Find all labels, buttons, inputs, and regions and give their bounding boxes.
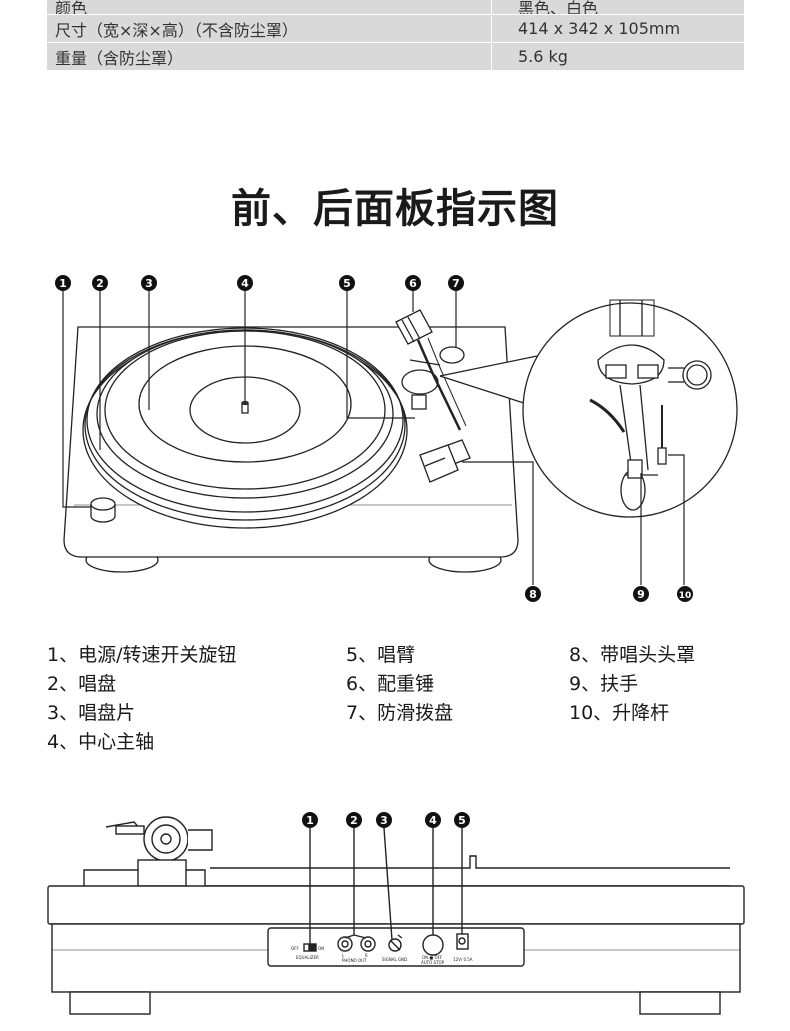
svg-text:L: L bbox=[342, 953, 345, 958]
svg-text:4: 4 bbox=[429, 814, 437, 827]
marker-5: 5 bbox=[339, 275, 355, 291]
spec-value: 5.6 kg bbox=[491, 42, 744, 71]
svg-text:OFF: OFF bbox=[291, 946, 299, 951]
front-markers: 1 2 3 4 5 6 7 8 9 10 bbox=[55, 275, 693, 602]
svg-text:EQUALIZER: EQUALIZER bbox=[296, 955, 319, 960]
svg-text:1: 1 bbox=[306, 814, 314, 827]
marker-10: 10 bbox=[677, 586, 693, 602]
legend-item: 7、防滑拨盘 bbox=[346, 702, 454, 724]
svg-text:6: 6 bbox=[409, 277, 417, 290]
legend-item: 5、唱臂 bbox=[346, 644, 416, 666]
legend-column-2: 5、唱臂 6、配重锤 7、防滑拨盘 bbox=[346, 641, 453, 728]
legend-item: 8、带唱头头罩 bbox=[569, 644, 696, 666]
spec-label: 重量（含防尘罩） bbox=[47, 42, 492, 71]
svg-text:10: 10 bbox=[679, 591, 692, 601]
spec-row-size: 尺寸（宽×深×高）（不含防尘罩） 414 x 342 x 105mm bbox=[47, 14, 744, 43]
svg-text:5: 5 bbox=[458, 814, 466, 827]
rear-marker-1: 1 bbox=[302, 812, 318, 828]
svg-text:ON: ON bbox=[318, 946, 324, 951]
svg-text:3: 3 bbox=[380, 814, 388, 827]
legend-column-3: 8、带唱头头罩 9、扶手 10、升降杆 bbox=[569, 641, 695, 728]
svg-text:4: 4 bbox=[241, 277, 249, 290]
turntable-top-view bbox=[63, 309, 519, 573]
legend-column-1: 1、电源/转速开关旋钮 2、唱盘 3、唱盘片 4、中心主轴 bbox=[47, 641, 237, 757]
marker-3: 3 bbox=[141, 275, 157, 291]
rear-markers: 1 2 3 4 5 bbox=[302, 812, 470, 828]
marker-2: 2 bbox=[92, 275, 108, 291]
rear-marker-5: 5 bbox=[454, 812, 470, 828]
marker-9: 9 bbox=[633, 586, 649, 602]
marker-1: 1 bbox=[55, 275, 71, 291]
rear-marker-4: 4 bbox=[425, 812, 441, 828]
svg-text:12V/ 0.5A: 12V/ 0.5A bbox=[453, 957, 473, 962]
svg-text:9: 9 bbox=[637, 588, 645, 601]
spec-label: 颜色 bbox=[47, 0, 492, 15]
svg-text:7: 7 bbox=[452, 277, 460, 290]
marker-8: 8 bbox=[525, 586, 541, 602]
spec-row-color: 颜色 黑色、白色 bbox=[47, 0, 744, 15]
spec-row-weight: 重量（含防尘罩） 5.6 kg bbox=[47, 42, 744, 71]
svg-text:ON ■ OFF: ON ■ OFF bbox=[422, 955, 443, 960]
page-title: 前、后面板指示图 bbox=[231, 186, 559, 232]
svg-text:R: R bbox=[365, 953, 368, 958]
legend-item: 10、升降杆 bbox=[569, 702, 670, 724]
legend-item: 6、配重锤 bbox=[346, 673, 435, 695]
legend-item: 1、电源/转速开关旋钮 bbox=[47, 644, 237, 666]
spec-value: 414 x 342 x 105mm bbox=[491, 14, 744, 43]
svg-text:2: 2 bbox=[96, 277, 104, 290]
marker-7: 7 bbox=[448, 275, 464, 291]
rear-marker-3: 3 bbox=[376, 812, 392, 828]
spec-value: 黑色、白色 bbox=[491, 0, 744, 15]
svg-text:1: 1 bbox=[59, 277, 67, 290]
svg-text:SIGNAL GND: SIGNAL GND bbox=[382, 957, 407, 962]
svg-text:5: 5 bbox=[343, 277, 351, 290]
legend-item: 9、扶手 bbox=[569, 673, 639, 695]
svg-text:8: 8 bbox=[529, 588, 537, 601]
rear-panel-labels: OFF ON EQUALIZER L R PHONO OUT SIGNAL GN… bbox=[291, 946, 473, 965]
svg-text:AUTO STOP: AUTO STOP bbox=[421, 960, 445, 965]
turntable-rear-view bbox=[47, 816, 745, 1015]
legend-item: 3、唱盘片 bbox=[47, 702, 136, 724]
svg-text:3: 3 bbox=[145, 277, 153, 290]
spec-table: 颜色 黑色、白色 尺寸（宽×深×高）（不含防尘罩） 414 x 342 x 10… bbox=[47, 0, 744, 71]
legend-item: 4、中心主轴 bbox=[47, 731, 155, 753]
spec-label: 尺寸（宽×深×高）（不含防尘罩） bbox=[47, 14, 492, 43]
rear-marker-2: 2 bbox=[346, 812, 362, 828]
legend-item: 2、唱盘 bbox=[47, 673, 117, 695]
svg-text:PHONO OUT: PHONO OUT bbox=[342, 958, 367, 963]
marker-4: 4 bbox=[237, 275, 253, 291]
svg-text:2: 2 bbox=[350, 814, 358, 827]
marker-6: 6 bbox=[405, 275, 421, 291]
front-leader-lines bbox=[62, 291, 685, 585]
